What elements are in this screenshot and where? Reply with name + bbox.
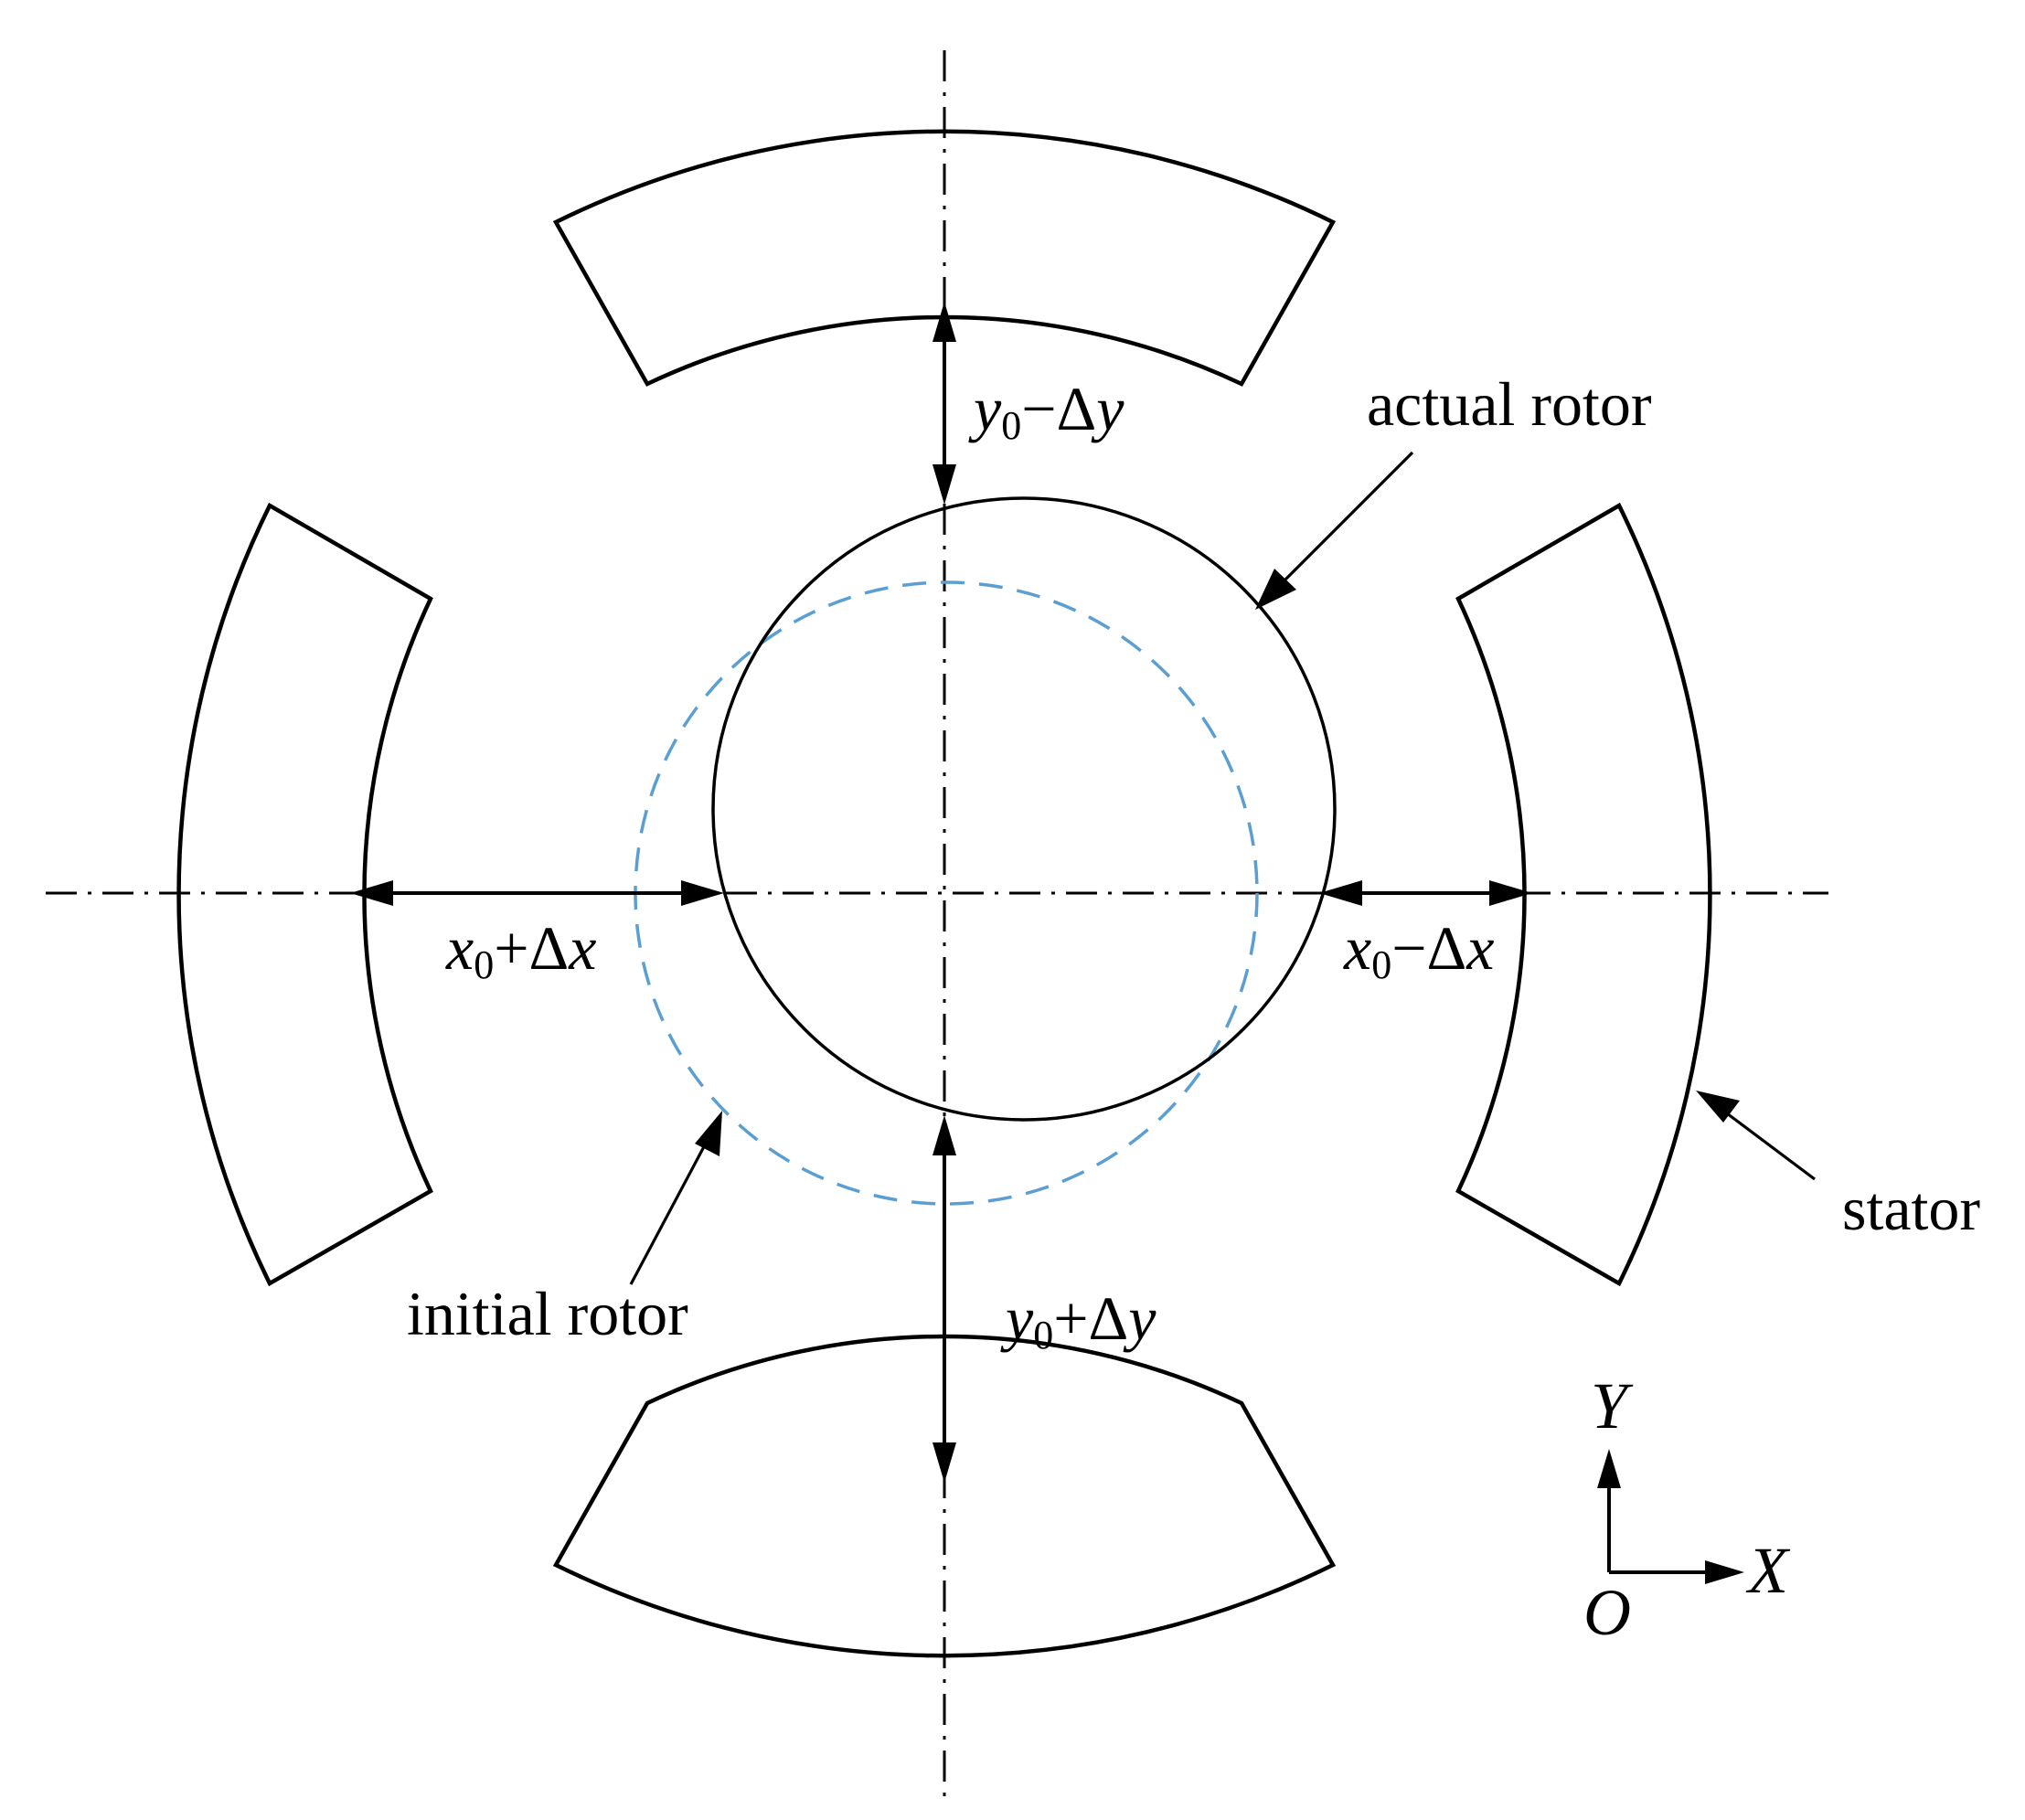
coordinate-frame: Y X O: [1583, 1369, 1791, 1649]
stator-pole-left: [176, 502, 433, 1287]
stator-pole-bottom: [552, 1334, 1337, 1658]
dimension-arrow-right: [1319, 880, 1532, 906]
dimension-arrow-left: [350, 880, 724, 906]
dim-label-top: y0−Δy: [968, 374, 1124, 448]
dim-label-right: x0−Δx: [1343, 913, 1494, 987]
coord-x-label: X: [1745, 1534, 1791, 1607]
dimension-arrow-top: [933, 302, 956, 505]
stator-pole-right: [1455, 502, 1712, 1287]
coord-origin-label: O: [1583, 1576, 1631, 1649]
dimension-arrow-bottom: [933, 1115, 956, 1483]
dim-label-left: x0+Δx: [445, 913, 596, 987]
pointer-initial-rotor: [629, 1111, 722, 1285]
dim-label-bottom: y0+Δy: [1000, 1283, 1156, 1357]
pointer-actual-rotor: [1255, 451, 1414, 610]
coord-y-label: Y: [1591, 1369, 1634, 1442]
stator-pole-top: [552, 129, 1337, 387]
label-stator: stator: [1842, 1174, 1980, 1243]
actual-rotor-circle: [711, 496, 1337, 1122]
label-actual-rotor: actual rotor: [1367, 369, 1652, 439]
label-initial-rotor: initial rotor: [407, 1279, 688, 1348]
pointer-stator: [1696, 1091, 1816, 1181]
